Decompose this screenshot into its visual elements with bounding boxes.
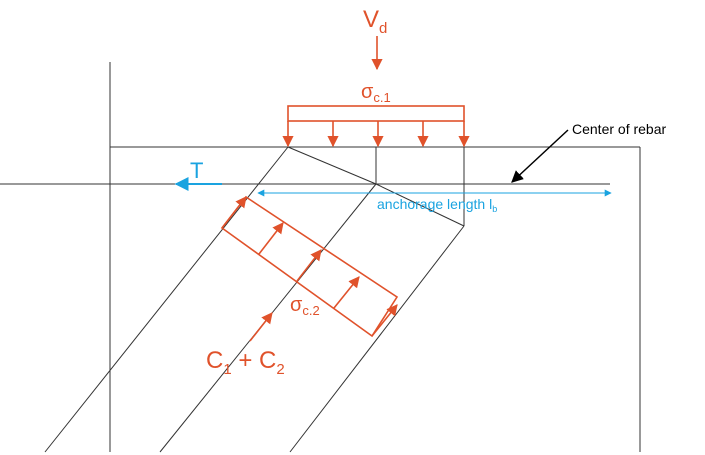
strut-arrow-1 <box>221 196 247 229</box>
strut-right-edge <box>289 225 465 453</box>
strut-stress-block <box>220 195 399 338</box>
strut-arrow-3 <box>296 249 322 282</box>
strut-arrow-2 <box>258 222 284 255</box>
strut-arrow-4 <box>333 276 360 309</box>
compression-label: C1 + C2 <box>206 347 285 378</box>
strut-arrow-5 <box>371 304 398 337</box>
center-of-rebar-pointer-arrow <box>511 129 569 183</box>
sigma-c1-label: σc.1 <box>361 81 391 105</box>
structure-lines <box>0 62 641 453</box>
center-of-rebar-label: Center of rebar <box>572 121 666 137</box>
compression-resultant-arrow <box>249 312 273 342</box>
sigma-c2-label: σc.2 <box>290 294 320 318</box>
tension-label: T <box>190 158 203 183</box>
anchorage-length-label: anchorage length lb <box>377 196 497 214</box>
bearing-stress-rect <box>287 105 465 122</box>
node-left-diagonal <box>287 146 377 185</box>
bearing-stress-block <box>282 105 470 148</box>
vd-label: Vd <box>363 6 387 37</box>
strut-left-edge <box>44 146 289 453</box>
